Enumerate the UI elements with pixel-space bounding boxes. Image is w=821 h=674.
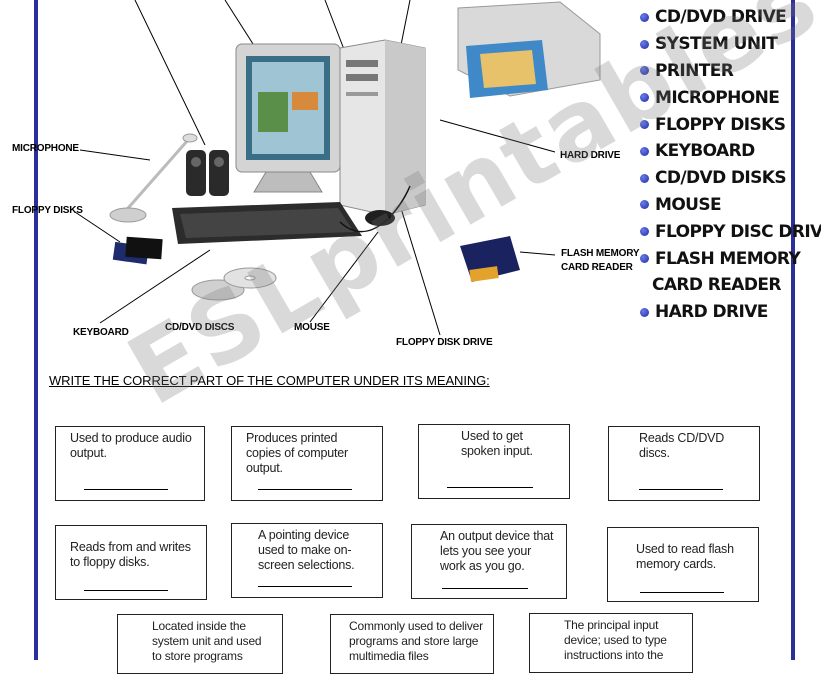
bullet-icon — [640, 173, 649, 183]
parts-list: CD/DVD DRIVE SYSTEM UNIT PRINTER MICROPH… — [640, 4, 821, 326]
definition-text: Used to read flash memory cards. — [636, 542, 734, 571]
definition-box[interactable]: Produces printed copies of computer outp… — [231, 426, 383, 501]
definition-text: Reads CD/DVD discs. — [639, 431, 725, 460]
definition-text: Commonly used to deliver programs and st… — [349, 619, 483, 663]
list-item: SYSTEM UNIT — [640, 31, 800, 58]
definition-box[interactable]: Used to produce audio output. — [55, 426, 205, 501]
page-border-left — [34, 0, 38, 660]
definition-text: Used to produce audio output. — [70, 431, 192, 460]
definition-box[interactable]: Reads CD/DVD discs. — [608, 426, 760, 501]
answer-line[interactable] — [639, 489, 723, 490]
list-item: MOUSE — [640, 192, 800, 219]
definition-text: A pointing device used to make on-screen… — [258, 528, 355, 572]
computer-illustration — [74, 0, 601, 336]
definition-text: Used to get spoken input. — [461, 429, 533, 458]
callout-cd-dvd-discs: CD/DVD DISCS — [165, 322, 235, 333]
answer-line[interactable] — [640, 592, 724, 593]
bullet-icon — [640, 146, 649, 156]
definition-box[interactable]: Used to get spoken input. — [418, 424, 570, 499]
answer-line[interactable] — [84, 489, 168, 490]
list-item: CD/DVD DISKS — [640, 165, 800, 192]
bullet-icon — [640, 120, 649, 130]
list-item: FLOPPY DISC DRIVE — [640, 218, 821, 245]
definition-box[interactable]: Reads from and writes to floppy disks. — [55, 525, 207, 600]
answer-line[interactable] — [84, 590, 168, 591]
list-item: HARD DRIVE — [640, 299, 800, 326]
callout-hard-drive: HARD DRIVE — [560, 150, 621, 161]
list-item: CD/DVD DRIVE — [640, 4, 800, 31]
answer-line[interactable] — [258, 489, 352, 490]
instruction-heading: WRITE THE CORRECT PART OF THE COMPUTER U… — [49, 373, 490, 388]
definition-box[interactable]: An output device that lets you see your … — [411, 524, 567, 599]
list-item: MICROPHONE — [640, 84, 800, 111]
definition-text: Located inside the system unit and used … — [152, 619, 262, 663]
answer-line[interactable] — [258, 586, 352, 587]
bullet-icon — [640, 39, 649, 49]
bullet-icon — [640, 93, 649, 103]
answer-line[interactable] — [447, 487, 533, 488]
definition-box[interactable]: Located inside the system unit and used … — [117, 614, 283, 674]
bullet-icon — [640, 200, 649, 210]
list-item: FLOPPY DISKS — [640, 111, 800, 138]
list-item: CARD READER — [652, 275, 781, 296]
answer-line[interactable] — [442, 588, 528, 589]
callout-flash-memory: FLASH MEMORY — [561, 248, 640, 259]
definition-box[interactable]: Commonly used to deliver programs and st… — [330, 614, 494, 674]
callout-keyboard: KEYBOARD — [73, 327, 129, 338]
definition-text: The principal input device; used to type… — [564, 618, 667, 662]
bullet-icon — [640, 254, 649, 264]
bullet-icon — [640, 12, 649, 22]
callout-floppy-disks: FLOPPY DISKS — [12, 205, 83, 216]
bullet-icon — [640, 66, 649, 76]
callout-floppy-disk-drive: FLOPPY DISK DRIVE — [396, 337, 493, 348]
callout-card-reader: CARD READER — [561, 262, 633, 273]
callout-microphone: MICROPHONE — [12, 143, 79, 154]
list-item: KEYBOARD — [640, 138, 800, 165]
definition-box[interactable]: The principal input device; used to type… — [529, 613, 693, 673]
definition-box[interactable]: Used to read flash memory cards. — [607, 527, 759, 602]
definition-text: Produces printed copies of computer outp… — [246, 431, 349, 475]
page-border-right — [791, 0, 795, 660]
list-item: FLASH MEMORY — [640, 245, 801, 272]
definition-text: An output device that lets you see your … — [440, 529, 554, 573]
bullet-icon — [640, 307, 649, 317]
definition-box[interactable]: A pointing device used to make on-screen… — [231, 523, 383, 598]
definition-text: Reads from and writes to floppy disks. — [70, 540, 191, 569]
bullet-icon — [640, 227, 649, 237]
list-item: PRINTER — [640, 58, 800, 85]
callout-mouse: MOUSE — [294, 322, 330, 333]
